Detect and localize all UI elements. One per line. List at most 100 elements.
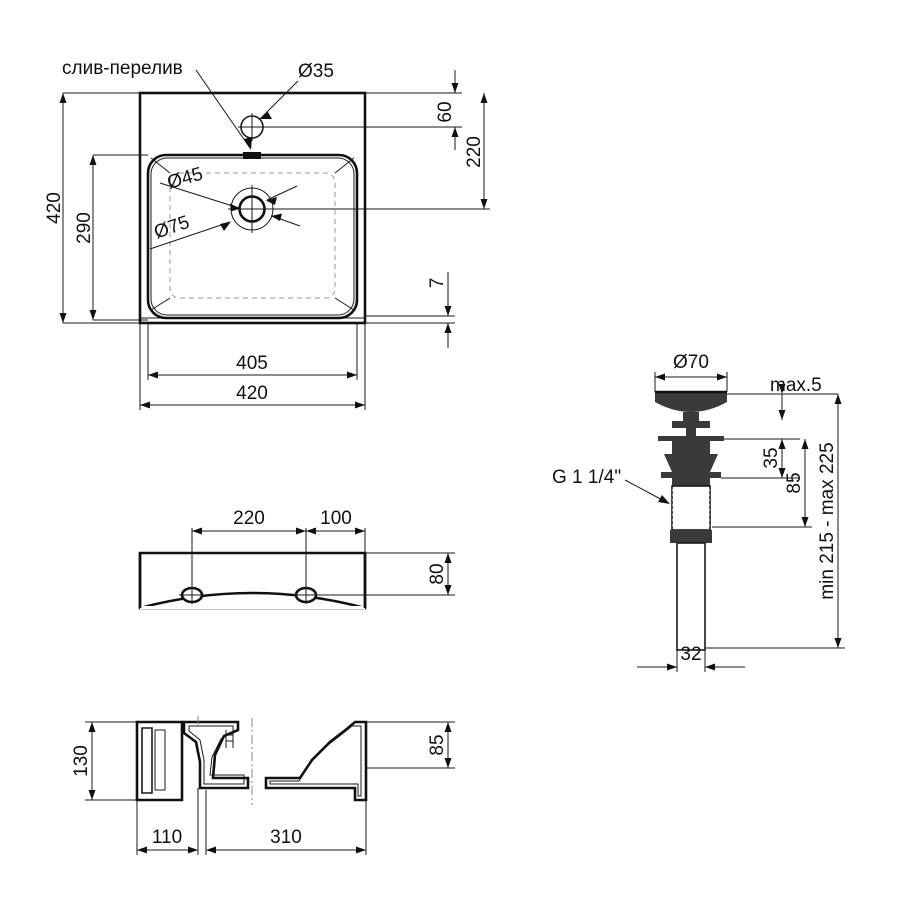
arrow-total-bottom: [834, 638, 842, 648]
bowl-corner-slope-br: [334, 297, 355, 311]
valve-body-upper: [672, 441, 710, 454]
arrow-35-top: [778, 439, 786, 449]
arrow-7-bottom: [444, 323, 452, 333]
arrow-310-left: [206, 846, 216, 854]
arrow-220f-left: [192, 527, 202, 535]
dim-section-right-height-85: 85: [427, 734, 448, 755]
dim-right-tap-to-drain-220: 220: [464, 136, 485, 168]
dim-front-height-80: 80: [427, 563, 448, 584]
dim-right-thickness-7: 7: [427, 278, 448, 289]
top-view-group: 420 290 60 220: [44, 58, 490, 410]
leader-d35-line: [260, 80, 299, 119]
section-right-wall-inner: [269, 725, 362, 797]
arrow-60-top: [451, 83, 459, 93]
leader-d45-line2: [266, 185, 298, 201]
arrow-32-right: [705, 663, 715, 671]
section-back-cavity: [141, 727, 153, 794]
dim-valve-cap-d70: Ø70: [673, 352, 709, 373]
section-view-group: 130 85 110 310: [71, 716, 455, 855]
wave-mask: [140, 606, 365, 609]
arrow-290-bottom: [89, 310, 97, 320]
dim-valve-total-length: min 215 - max 225: [817, 442, 838, 599]
dim-bottom-overall-420: 420: [236, 383, 268, 404]
valve-thread-section: [671, 485, 711, 531]
valve-view-group: Ø70 max.5 35 85 min 215 -: [552, 352, 845, 672]
leader-overflow-arrow: [244, 137, 252, 150]
arrow-d70-right: [717, 373, 727, 381]
leader-d75-line: [149, 221, 231, 250]
arrow-100f-right: [355, 527, 365, 535]
arrow-405-left: [148, 371, 158, 379]
section-left-wall-inner: [188, 725, 245, 785]
arrow-110-right: [188, 846, 198, 854]
front-bottom-wave: [139, 591, 366, 610]
leader-d45-arrow2: [266, 197, 277, 205]
arrow-85v-top: [801, 439, 809, 449]
front-view-group: 220 100 80: [138, 508, 455, 610]
bowl-floor-dashed: [169, 172, 336, 299]
bowl-corner-slope-tr: [334, 157, 355, 174]
arrow-d70-left: [655, 373, 665, 381]
arrow-7-top: [444, 306, 452, 316]
arrow-35-bottom: [778, 468, 786, 478]
arrow-110-left: [137, 846, 147, 854]
dim-section-right-width-310: 310: [270, 827, 302, 848]
arrow-220-bottom: [480, 199, 488, 209]
dim-bottom-inner-405: 405: [236, 353, 268, 374]
leader-d35-arrow: [259, 112, 272, 119]
label-thread-g114: G 1 1/4": [552, 467, 621, 488]
arrow-220-top: [480, 93, 488, 103]
dim-left-overall-420: 420: [44, 192, 65, 224]
section-back-cavity2: [154, 729, 166, 791]
arrow-32-left: [667, 663, 677, 671]
bowl-corner-slope-bl: [150, 297, 171, 311]
arrow-420b-left: [140, 401, 150, 409]
valve-tube: [676, 542, 706, 651]
dim-valve-max-thickness: max.5: [770, 375, 822, 396]
arrow-85s-bottom: [444, 758, 452, 768]
arrow-max5-up: [778, 384, 786, 394]
valve-stem-collar: [672, 421, 710, 428]
arrow-420b-right: [355, 401, 365, 409]
arrow-220f-right: [296, 527, 306, 535]
bowl-corner-slope-tl: [150, 157, 171, 174]
arrow-130-top: [88, 722, 96, 732]
valve-thread-lines: [672, 489, 710, 526]
arrow-85s-top: [444, 722, 452, 732]
valve-nut: [672, 478, 710, 486]
valve-cone-seat: [664, 454, 718, 472]
leader-d75-arrow2: [271, 213, 282, 221]
label-overflow: слив-перелив: [62, 58, 183, 79]
arrow-total-top: [834, 394, 842, 404]
arrow-max5-down: [778, 410, 786, 420]
arrow-80-bottom: [444, 585, 452, 595]
label-drain-outer-d75: Ø75: [151, 212, 192, 244]
dim-valve-tube-32: 32: [680, 644, 701, 665]
label-tap-hole-d35: Ø35: [298, 61, 334, 82]
arrow-290-top: [89, 155, 97, 165]
valve-cap: [655, 392, 727, 412]
dim-section-left-height-130: 130: [71, 745, 92, 777]
arrow-405-right: [347, 371, 357, 379]
leader-overflow-line: [195, 69, 251, 149]
leader-thread-arrow: [658, 495, 670, 504]
section-right-wall: [264, 720, 368, 802]
leader-d75-arrow: [220, 221, 231, 231]
valve-washer: [661, 472, 721, 478]
arrow-420-top: [59, 93, 67, 103]
arrow-60-bottom: [451, 127, 459, 137]
dim-valve-body-85: 85: [784, 472, 805, 493]
leader-d45-arrow: [230, 203, 240, 212]
valve-lower-collar: [670, 530, 712, 543]
arrow-420-bottom: [59, 313, 67, 323]
dim-hole-spacing-220: 220: [233, 508, 265, 529]
arrow-310-right: [356, 846, 366, 854]
valve-stem-upper: [683, 412, 699, 421]
dim-hole-edge-100: 100: [320, 508, 352, 529]
arrow-100f-left: [306, 527, 316, 535]
label-drain-inner-d45: Ø45: [165, 164, 205, 194]
section-left-wall: [182, 720, 250, 790]
valve-stem-pin: [686, 428, 696, 436]
